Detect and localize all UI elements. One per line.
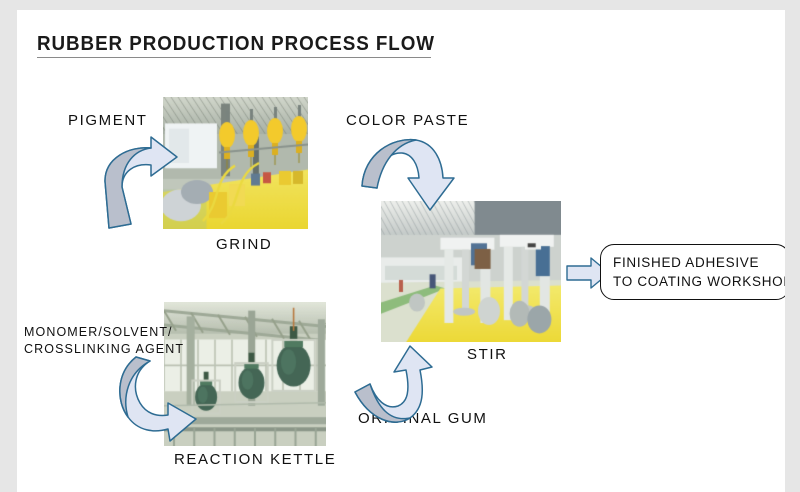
input-label-monomer-line1: MONOMER/SOLVENT/: [24, 325, 173, 339]
arrow-original-gum-to-stir: [354, 345, 433, 423]
page-title: RUBBER PRODUCTION PROCESS FLOW: [37, 33, 435, 55]
title-underline: [37, 57, 431, 58]
finished-adhesive-line2: TO COATING WORKSHOP: [613, 274, 785, 289]
grind-photo: [163, 97, 308, 229]
stage-label-stir: STIR: [467, 346, 508, 363]
stage-label-grind: GRIND: [216, 236, 273, 253]
stir-photo: [381, 201, 561, 342]
input-label-pigment: PIGMENT: [68, 112, 148, 129]
finished-adhesive-callout: FINISHED ADHESIVE TO COATING WORKSHOP: [600, 244, 785, 300]
arrow-monomer-to-reaction-kettle: [119, 356, 197, 442]
page-title-block: RUBBER PRODUCTION PROCESS FLOW: [37, 32, 460, 58]
input-label-color-paste: COLOR PASTE: [346, 112, 470, 129]
slide-sheet: RUBBER PRODUCTION PROCESS FLOW PIGMENT C…: [17, 10, 785, 492]
finished-adhesive-line1: FINISHED ADHESIVE: [613, 255, 760, 270]
arrow-pigment-to-grind: [104, 136, 178, 229]
arrow-color-paste-to-stir: [361, 138, 455, 211]
stage-label-reaction-kettle: REACTION KETTLE: [174, 451, 337, 468]
finished-adhesive-text: FINISHED ADHESIVE TO COATING WORKSHOP: [613, 253, 785, 291]
input-label-monomer-line2: CROSSLINKING AGENT: [24, 342, 185, 356]
